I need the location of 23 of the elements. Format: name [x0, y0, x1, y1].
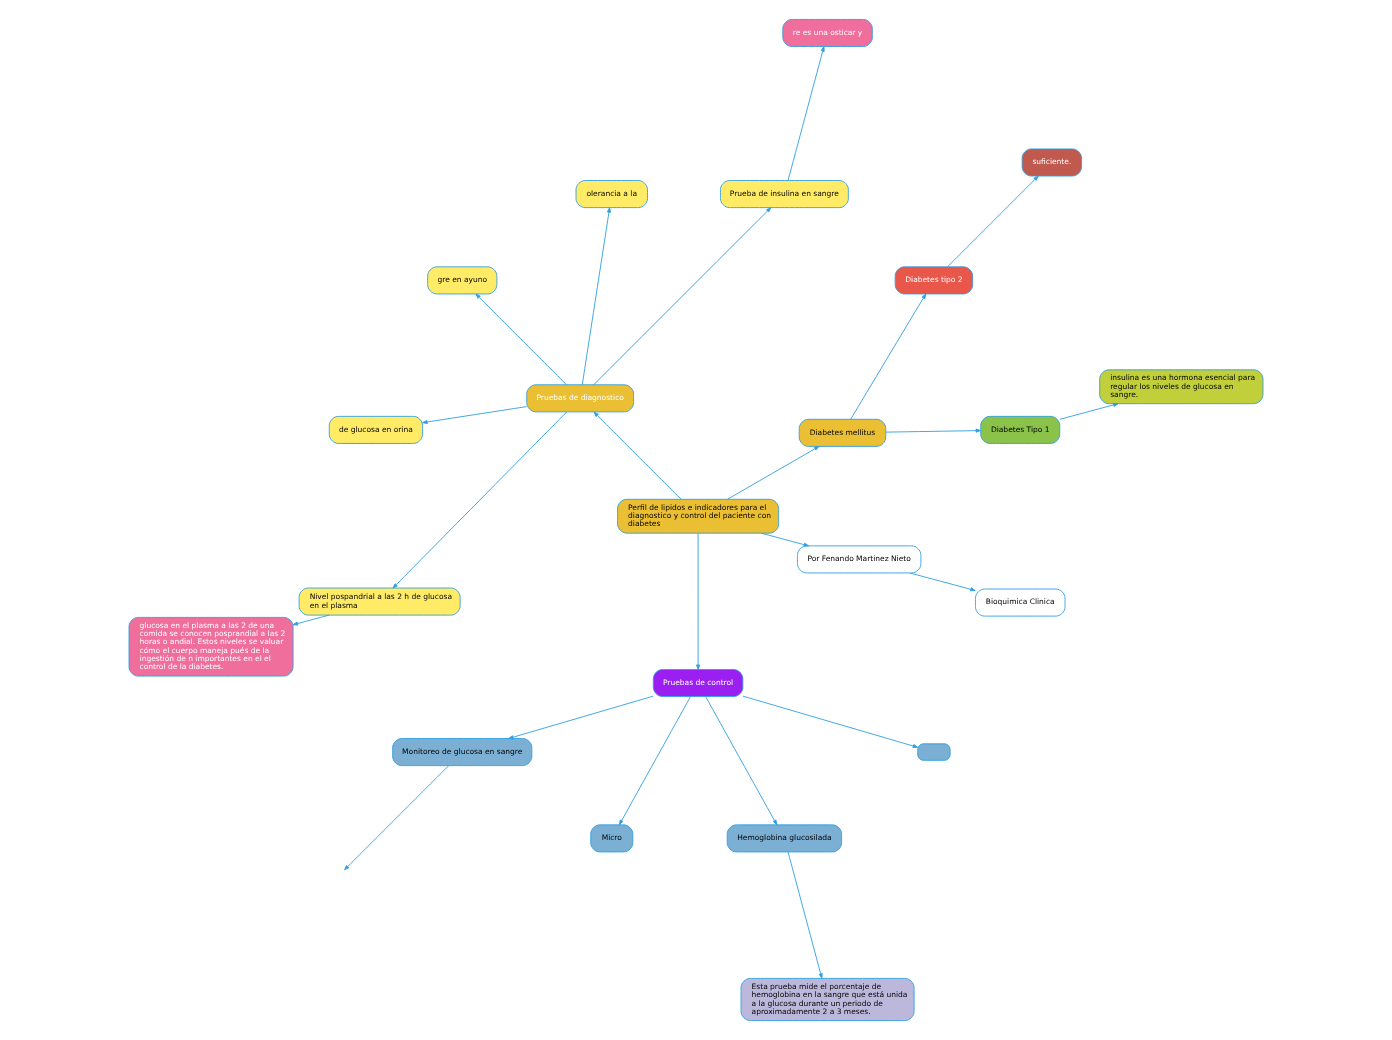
arrow: [909, 572, 976, 592]
arrow: [742, 695, 919, 748]
arrow: [760, 532, 810, 547]
arrow: [344, 765, 449, 871]
arrow: [1059, 402, 1119, 420]
arrow: [787, 851, 823, 979]
node-box: [917, 743, 951, 761]
arrow: [787, 46, 825, 181]
arrow: [593, 207, 772, 386]
arrow: [392, 411, 568, 589]
arrow: [475, 293, 567, 385]
arrow: [593, 411, 682, 500]
arrow: [292, 614, 330, 626]
arrow: [508, 695, 654, 740]
arrow: [947, 175, 1039, 268]
arrow: [885, 428, 981, 433]
arrow: [422, 406, 527, 424]
arrow: [581, 207, 611, 386]
arrow: [850, 293, 927, 420]
arrow: [727, 446, 820, 500]
arrow: [696, 533, 701, 670]
arrow: [705, 696, 778, 826]
arrow: [618, 696, 691, 826]
